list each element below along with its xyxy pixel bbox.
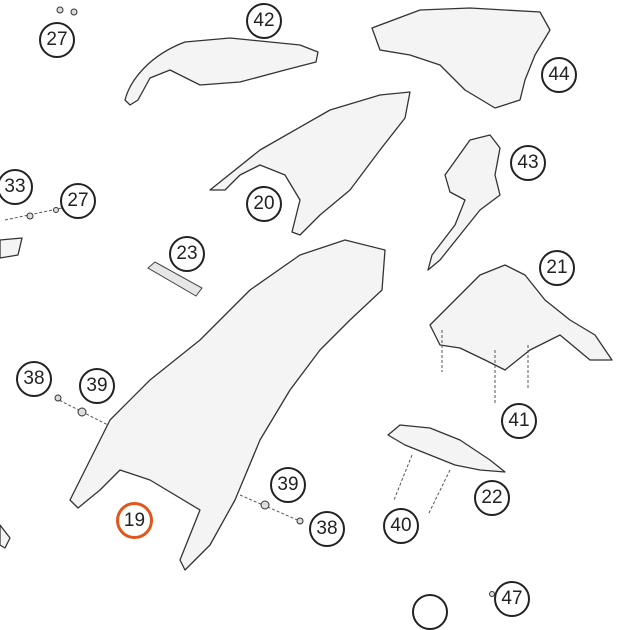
part-39-washer bbox=[260, 500, 270, 510]
callout-39[interactable]: 39 bbox=[79, 368, 115, 404]
part-44-bracket[interactable] bbox=[371, 7, 551, 109]
callout-43[interactable]: 43 bbox=[510, 145, 546, 181]
part-19-rear-fender[interactable] bbox=[69, 239, 386, 571]
part-23-pad[interactable] bbox=[147, 261, 203, 297]
callout-38[interactable]: 38 bbox=[16, 361, 52, 397]
callout-41[interactable]: 41 bbox=[501, 403, 537, 439]
callout-19-selected[interactable]: 19 bbox=[116, 502, 153, 539]
part-42-grab-handle[interactable] bbox=[124, 37, 319, 106]
callout-partial[interactable] bbox=[412, 594, 448, 630]
callout-23[interactable]: 23 bbox=[169, 236, 205, 272]
callout-47[interactable]: 47 bbox=[494, 581, 530, 617]
callout-42[interactable]: 42 bbox=[246, 3, 282, 39]
callout-39[interactable]: 39 bbox=[270, 467, 306, 503]
part-38-screw bbox=[296, 517, 304, 525]
part-43-lever[interactable] bbox=[427, 134, 501, 271]
callout-22[interactable]: 22 bbox=[474, 480, 510, 516]
callout-33[interactable]: 33 bbox=[0, 169, 33, 205]
part-20-tail-cover[interactable] bbox=[209, 91, 411, 236]
part-27-screw bbox=[53, 207, 59, 213]
part-27-screw bbox=[56, 6, 64, 14]
callout-21[interactable]: 21 bbox=[539, 250, 575, 286]
callout-27[interactable]: 27 bbox=[60, 183, 96, 219]
callout-38[interactable]: 38 bbox=[309, 511, 345, 547]
part-27-washer bbox=[26, 212, 34, 220]
callout-44[interactable]: 44 bbox=[541, 57, 577, 93]
part-21-mounting-plate[interactable] bbox=[429, 264, 613, 371]
partial-part-left bbox=[0, 237, 23, 259]
part-39-washer bbox=[77, 407, 87, 417]
part-38-screw bbox=[54, 394, 62, 402]
part-22-bracket[interactable] bbox=[387, 424, 506, 473]
partial-part-left-bottom bbox=[0, 524, 11, 549]
exploded-parts-diagram bbox=[0, 6, 613, 597]
callout-27[interactable]: 27 bbox=[39, 22, 75, 58]
part-27-screw bbox=[70, 8, 78, 16]
callout-40[interactable]: 40 bbox=[383, 508, 419, 544]
callout-20[interactable]: 20 bbox=[246, 186, 282, 222]
